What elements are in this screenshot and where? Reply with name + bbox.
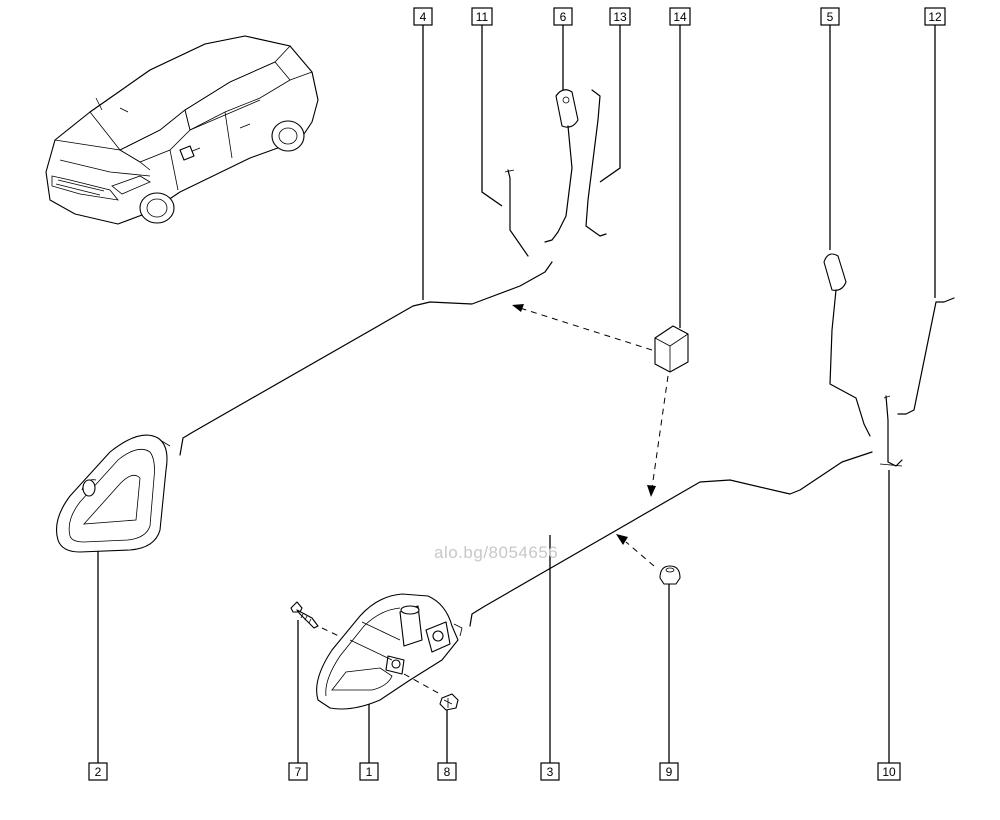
part-10-rod (879, 395, 903, 467)
callout-11-label: 11 (476, 10, 489, 24)
callout-5: 5 (820, 7, 840, 250)
callout-3: 3 (540, 535, 560, 781)
rod-11 (504, 169, 529, 257)
callout-14-label: 14 (673, 10, 687, 24)
callout-8-label: 8 (444, 765, 451, 779)
callout-7: 7 (288, 620, 308, 781)
part-1-lock-mechanism (316, 593, 463, 710)
callout-6: 6 (553, 7, 573, 90)
callout-12: 12 (924, 7, 946, 298)
callout-4-label: 4 (420, 10, 427, 24)
callout-2-label: 2 (95, 765, 102, 779)
part-2-door-handle (55, 434, 171, 553)
rod-12 (897, 297, 955, 415)
callout-3-label: 3 (547, 765, 554, 779)
callout-5-label: 5 (827, 10, 834, 24)
callout-11: 11 (471, 7, 503, 207)
part-8-clip (439, 693, 459, 711)
callout-12-label: 12 (928, 10, 942, 24)
callout-9: 9 (659, 584, 679, 781)
callout-13: 13 (599, 7, 631, 183)
callout-10-label: 10 (882, 765, 896, 779)
rod-5 (823, 253, 871, 437)
callout-8: 8 (437, 708, 457, 781)
callout-14: 14 (669, 7, 691, 328)
rod-4 (179, 261, 553, 456)
watermark-text: alo.bg/8054656 (434, 543, 558, 562)
rod-13 (585, 89, 607, 237)
callout-2: 2 (88, 548, 108, 781)
dashed-line-to-clip-8 (403, 673, 441, 695)
car-illustration (45, 35, 319, 225)
part-14-box (654, 325, 689, 373)
dashed-arrow-to-rod-3-lower (616, 534, 655, 567)
callout-7-label: 7 (295, 765, 302, 779)
part-9-grommet (659, 565, 681, 585)
callout-6-label: 6 (560, 10, 567, 24)
callout-1-label: 1 (366, 765, 373, 779)
callout-4: 4 (413, 7, 433, 300)
callout-10: 10 (877, 470, 901, 781)
callout-13-label: 13 (613, 10, 627, 24)
rod-6 (544, 89, 579, 243)
rod-3 (469, 451, 873, 627)
dashed-arrow-to-rod-4 (512, 304, 653, 351)
callout-9-label: 9 (666, 765, 673, 779)
dashed-arrow-to-rod-3 (647, 375, 669, 497)
